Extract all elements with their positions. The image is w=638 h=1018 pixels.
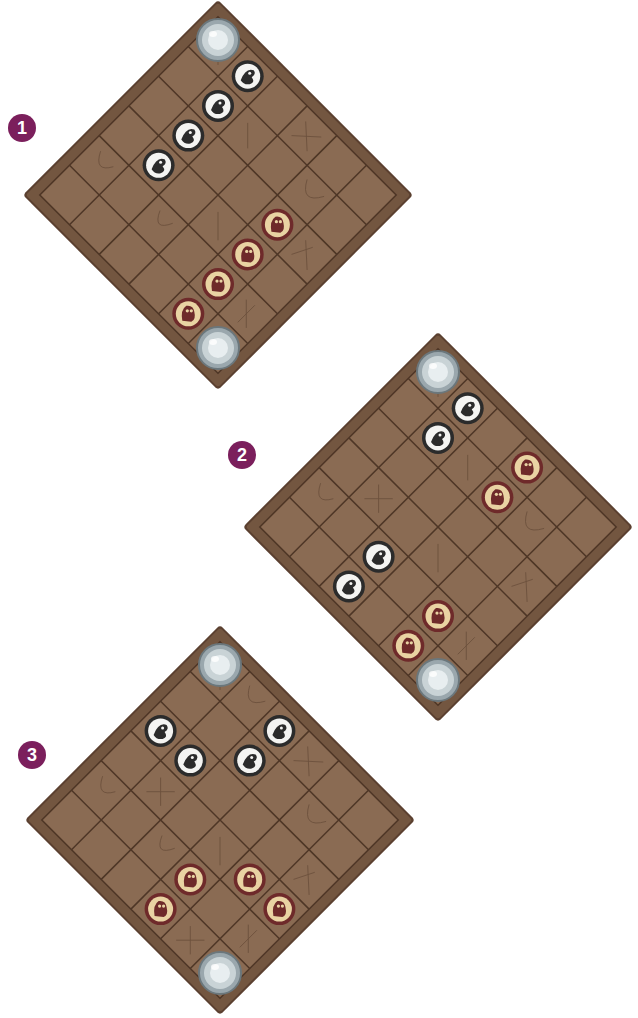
game-board [25,625,415,1015]
callout-number: 2 [228,441,256,469]
callout-number: 3 [18,741,46,769]
callout-number: 1 [8,114,36,142]
game-board [23,0,413,390]
game-board [243,332,633,722]
